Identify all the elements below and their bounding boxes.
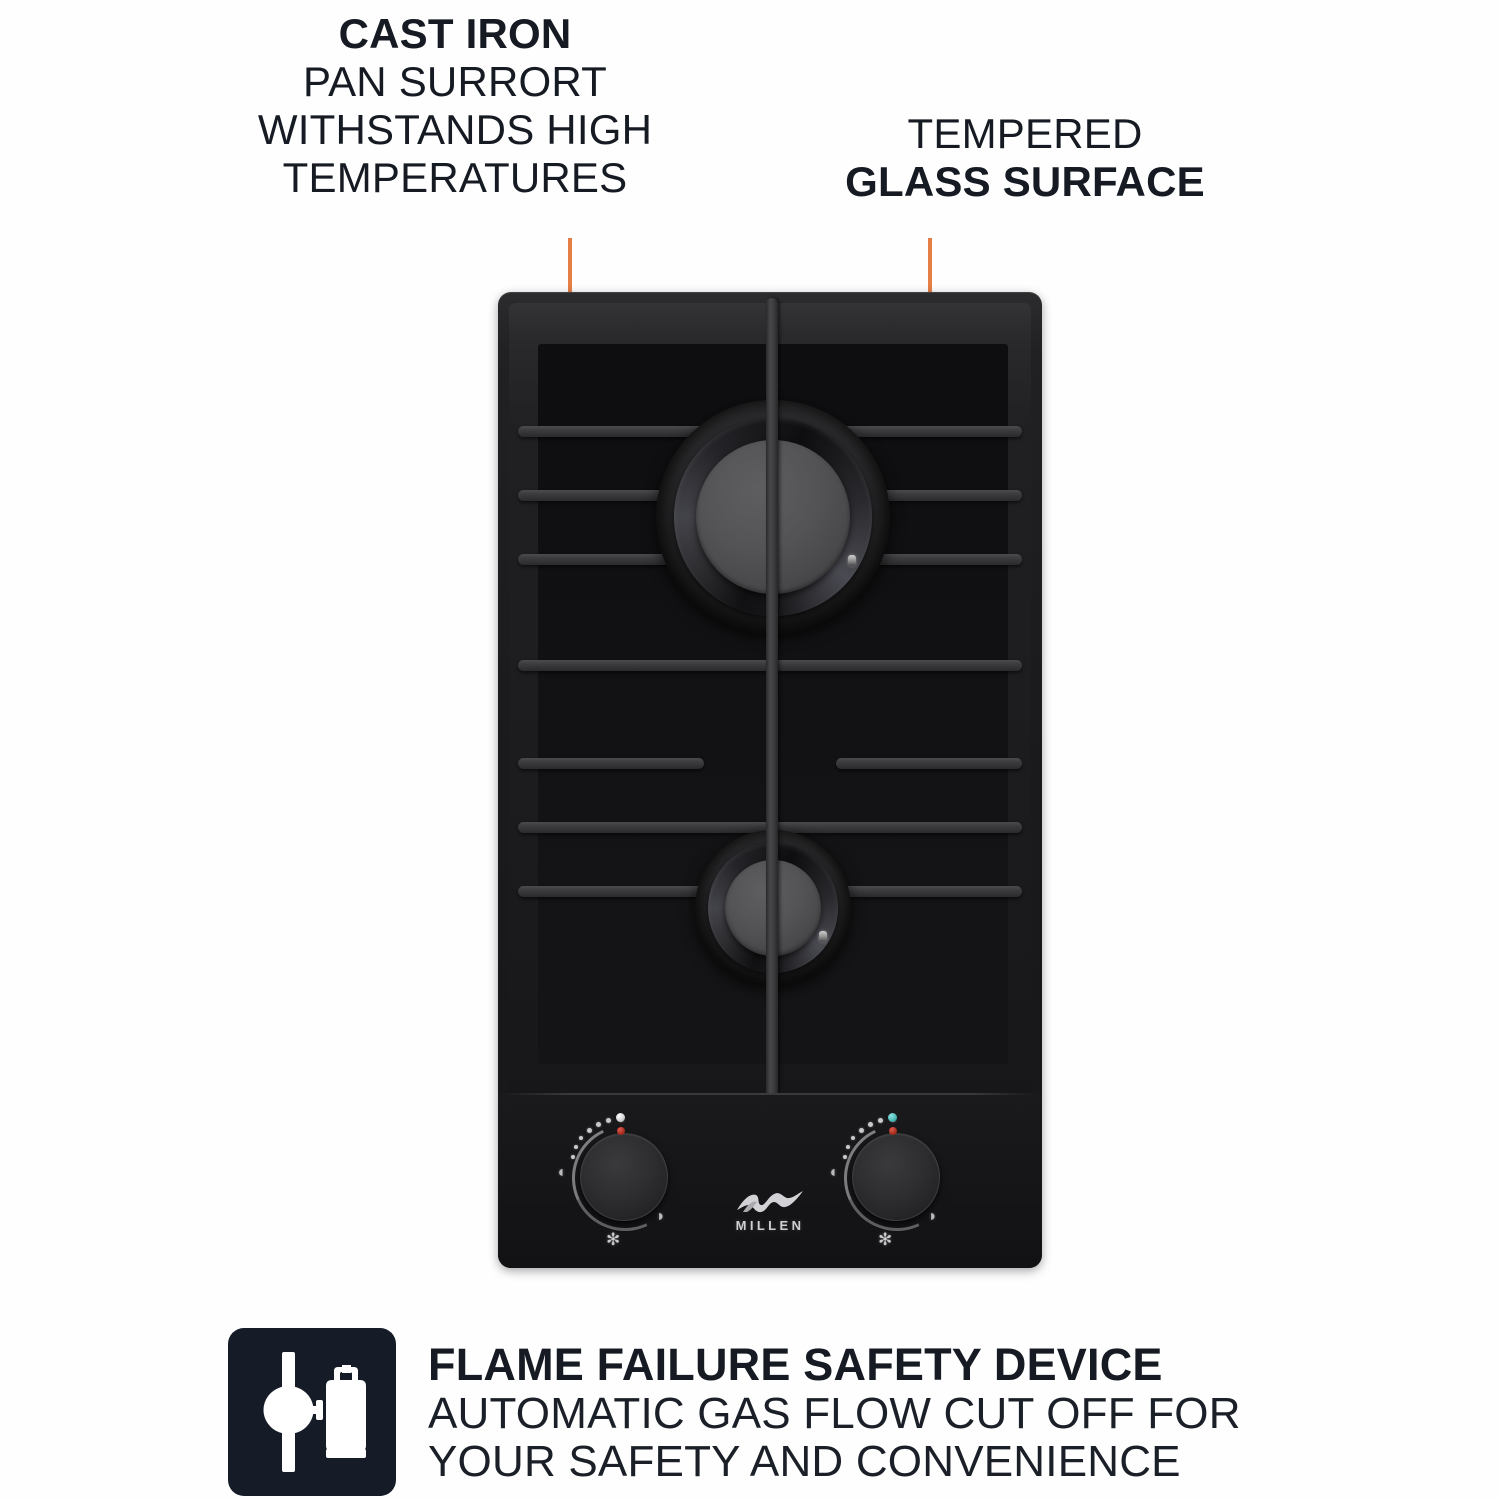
fascia-seam — [506, 1093, 1034, 1095]
knob-scale-dot — [587, 1128, 592, 1133]
ignitor-electrode — [819, 931, 827, 942]
knob-scale-dot — [571, 1155, 575, 1159]
grate-bar — [518, 822, 770, 833]
feature-subtitle-line-1: AUTOMATIC GAS FLOW CUT OFF FOR — [428, 1388, 1241, 1438]
knob-dial[interactable] — [580, 1133, 668, 1221]
grate-bar — [770, 490, 1022, 501]
feature-bar: FLAME FAILURE SAFETY DEVICE AUTOMATIC GA… — [228, 1328, 1288, 1508]
knob-high-flame-icon: ◖ — [556, 1164, 566, 1181]
knob-scale-dot — [843, 1155, 847, 1159]
knob-indicator-dot — [888, 1113, 897, 1122]
grate-bar — [770, 660, 1022, 671]
grate-bar — [518, 490, 770, 501]
grate-bar — [814, 554, 1022, 565]
millen-flame-mark — [737, 1191, 803, 1213]
knob-low-flame-icon: ◗ — [928, 1208, 938, 1225]
grate-center-bar — [766, 298, 778, 1098]
grate-bar — [518, 886, 704, 897]
feature-title: FLAME FAILURE SAFETY DEVICE — [428, 1339, 1163, 1390]
grate-bar — [518, 660, 770, 671]
callout-leader-line-cast-iron — [568, 238, 572, 320]
knob-scale-dot — [574, 1145, 578, 1149]
callout-cast-iron: CAST IRON PAN SURRORT WITHSTANDS HIGH TE… — [190, 10, 720, 202]
knob-red-marker — [889, 1127, 897, 1135]
knob-high-flame-icon: ◖ — [828, 1164, 838, 1181]
callout-cast-iron-line-3: WITHSTANDS HIGH — [257, 105, 653, 153]
grate-bar — [770, 822, 1022, 833]
knob-right[interactable]: ◖ ◗ ✻ — [818, 1103, 968, 1253]
gas-hob-product: ◖ ◗ ✻ ◖ ◗ ✻ — [498, 292, 1042, 1268]
callout-glass-line-1: TEMPERED — [907, 110, 1143, 157]
knob-scale-dot — [878, 1118, 883, 1123]
knob-scale-dot — [579, 1136, 583, 1140]
ignitor-electrode — [848, 555, 856, 566]
knob-scale-dot — [846, 1145, 850, 1149]
knob-burner-size-icon: ✻ — [606, 1230, 621, 1249]
grate-bar — [814, 426, 1022, 437]
knob-scale-dot — [851, 1136, 855, 1140]
knob-dial[interactable] — [852, 1133, 940, 1221]
gas-valve-cylinder-icon — [228, 1328, 396, 1496]
callout-cast-iron-line-2: PAN SURRORT — [302, 57, 607, 105]
knob-scale-dot — [596, 1122, 601, 1127]
knob-red-marker — [617, 1127, 625, 1135]
control-panel: ◖ ◗ ✻ ◖ ◗ ✻ — [498, 1093, 1042, 1268]
knob-left[interactable]: ◖ ◗ ✻ — [546, 1103, 696, 1253]
feature-text-block: FLAME FAILURE SAFETY DEVICE AUTOMATIC GA… — [428, 1328, 1288, 1486]
knob-scale-dot — [868, 1122, 873, 1127]
grate-bar — [518, 554, 726, 565]
knob-scale-dot — [859, 1128, 864, 1133]
grate-bar — [836, 758, 1022, 769]
callout-cast-iron-line-4: TEMPERATURES — [282, 153, 628, 201]
callout-cast-iron-line-1: CAST IRON — [338, 10, 572, 57]
knob-indicator-dot — [616, 1113, 625, 1122]
knob-scale-dot — [606, 1118, 611, 1123]
feature-subtitle-line-2: YOUR SAFETY AND CONVENIENCE — [428, 1436, 1181, 1486]
brand-name: MILLEN — [735, 1218, 805, 1233]
gas-valve-cylinder-glyph — [263, 1352, 366, 1472]
grate-bar — [518, 758, 704, 769]
brand-logo: MILLEN — [710, 1189, 830, 1233]
knob-low-flame-icon: ◗ — [656, 1208, 666, 1225]
callout-glass-line-2: GLASS SURFACE — [845, 157, 1205, 205]
grate-bar — [836, 886, 1022, 897]
grate-bar — [518, 426, 726, 437]
callout-glass-surface: TEMPERED GLASS SURFACE — [790, 110, 1260, 206]
knob-burner-size-icon: ✻ — [878, 1230, 893, 1249]
